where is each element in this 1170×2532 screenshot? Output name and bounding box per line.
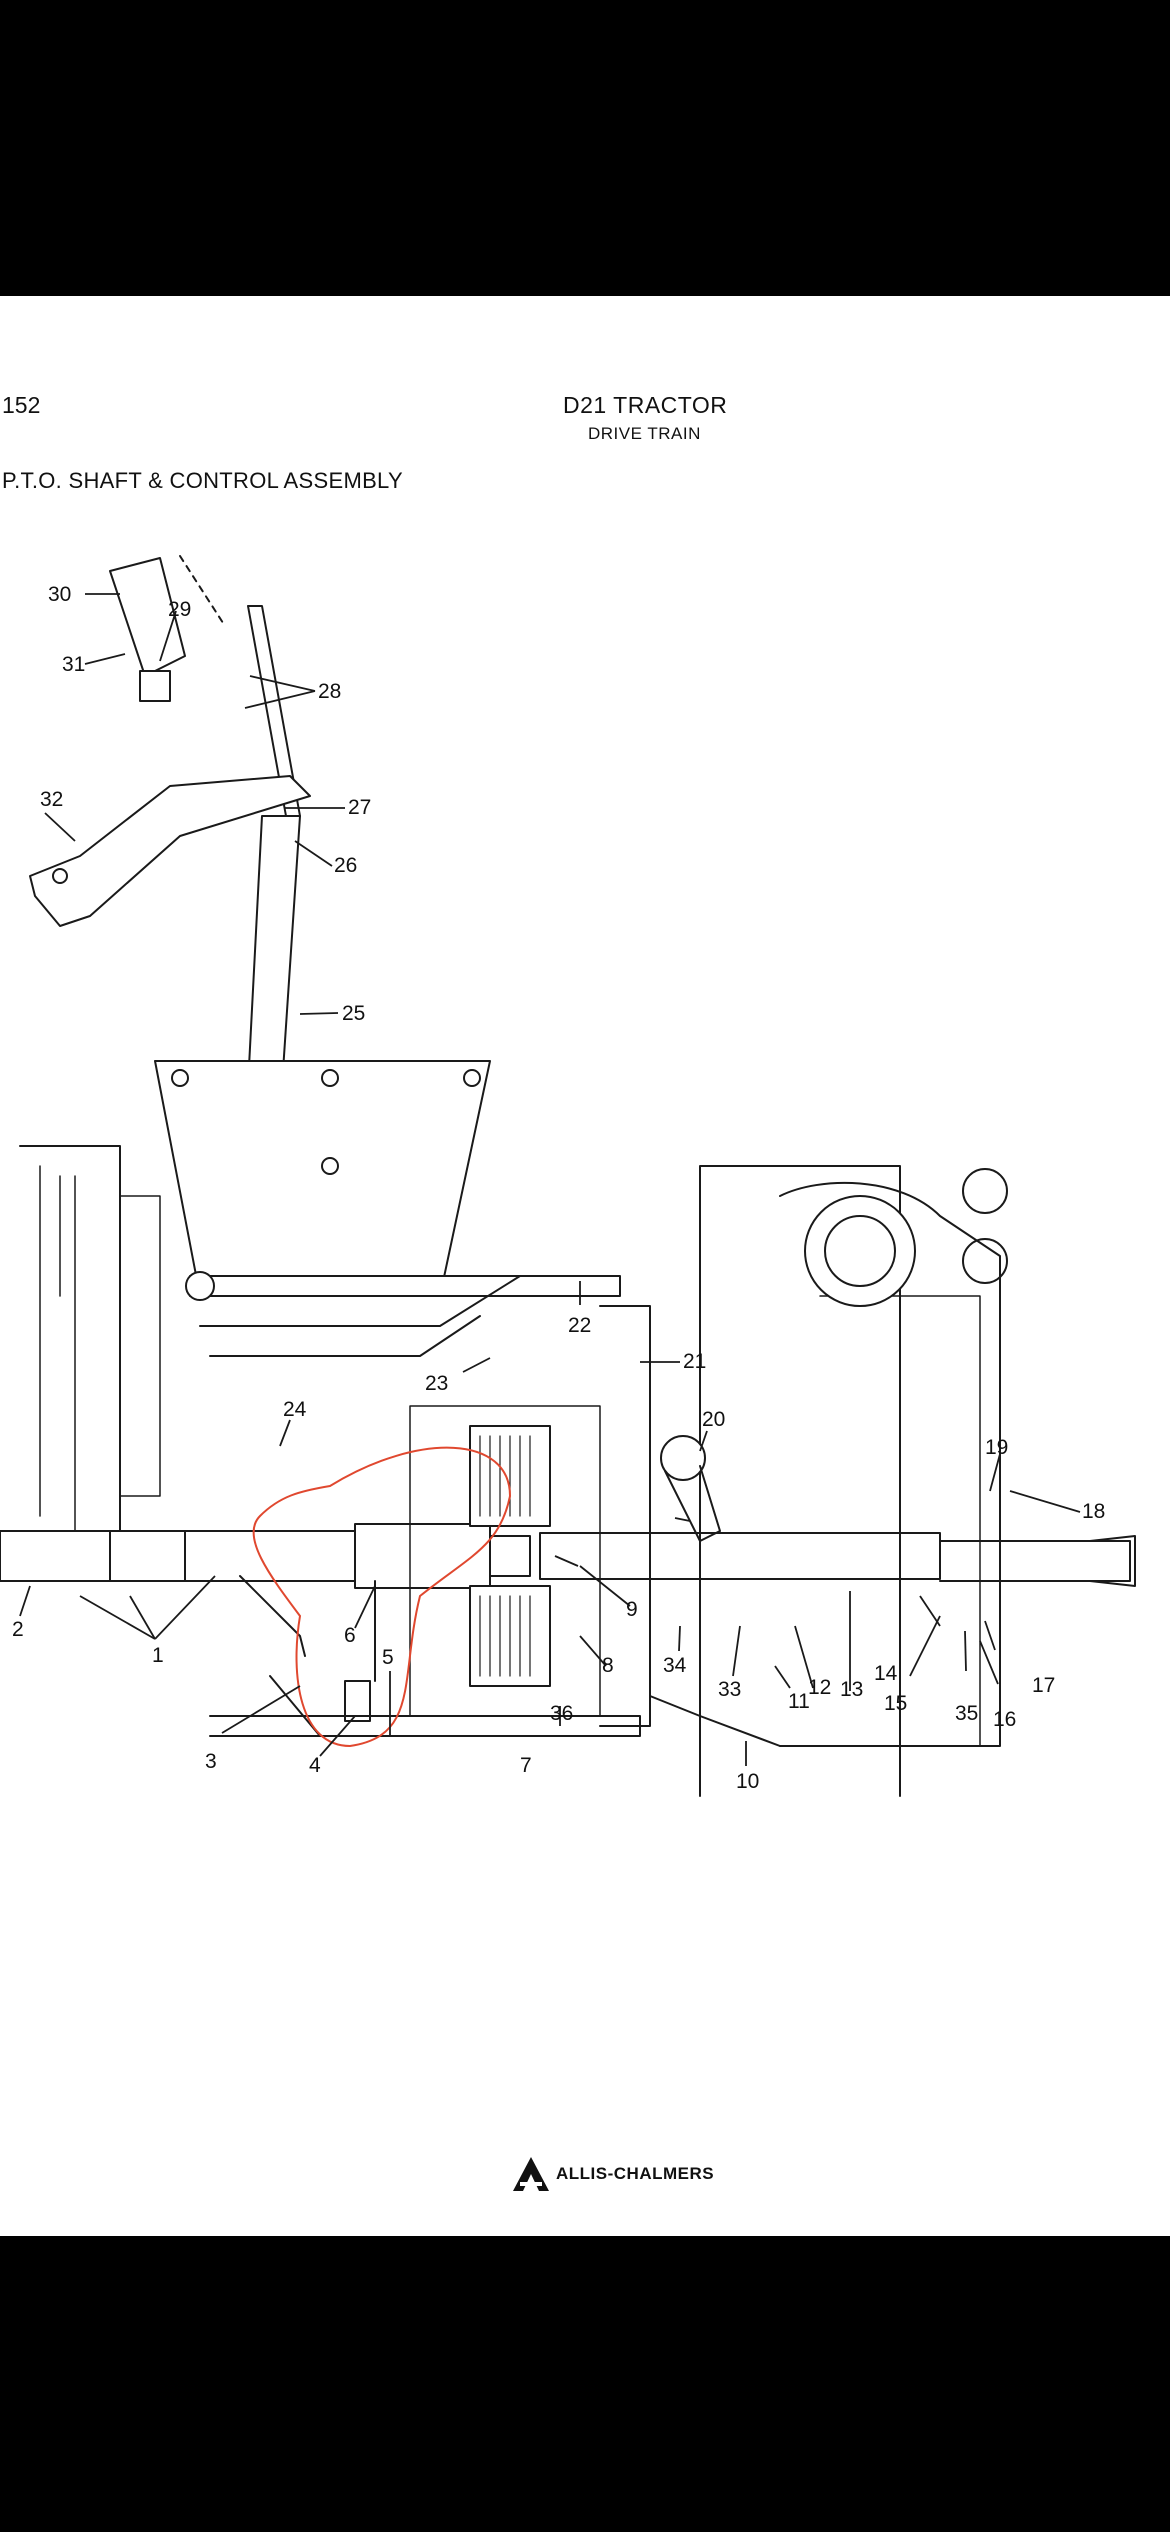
callout-28: 28 bbox=[318, 680, 341, 703]
callout-18: 18 bbox=[1082, 1500, 1105, 1523]
red-annotation-loop bbox=[252, 1446, 512, 1748]
callout-9: 9 bbox=[626, 1598, 638, 1621]
callout-24: 24 bbox=[283, 1398, 307, 1421]
section-title: P.T.O. SHAFT & CONTROL ASSEMBLY bbox=[2, 468, 403, 493]
callout-15: 15 bbox=[884, 1692, 907, 1715]
callout-22: 22 bbox=[568, 1314, 591, 1337]
callout-35: 35 bbox=[955, 1702, 978, 1725]
callout-29: 29 bbox=[168, 598, 191, 621]
allis-chalmers-a-icon bbox=[513, 2157, 549, 2191]
callout-32: 32 bbox=[40, 788, 63, 811]
callout-31: 31 bbox=[62, 653, 85, 676]
callout-36: 36 bbox=[550, 1702, 573, 1725]
callout-5: 5 bbox=[382, 1646, 394, 1669]
callout-30: 30 bbox=[48, 583, 71, 606]
manual-page: 152 D21 TRACTOR DRIVE TRAIN P.T.O. SHAFT… bbox=[0, 296, 1170, 2236]
callout-34: 34 bbox=[663, 1654, 687, 1677]
callout-12: 12 bbox=[808, 1676, 831, 1699]
callout-23: 23 bbox=[425, 1372, 448, 1395]
exploded-parts-diagram: 30 29 31 28 32 27 26 25 22 21 23 20 24 1… bbox=[0, 555, 1136, 1797]
callout-21: 21 bbox=[683, 1350, 706, 1373]
brand-logo: ALLIS-CHALMERS bbox=[512, 2156, 714, 2192]
callout-19: 19 bbox=[985, 1436, 1008, 1459]
callout-6: 6 bbox=[344, 1624, 356, 1647]
callout-7: 7 bbox=[520, 1754, 532, 1777]
callout-33: 33 bbox=[718, 1678, 741, 1701]
callout-13: 13 bbox=[840, 1678, 863, 1701]
callout-10: 10 bbox=[736, 1770, 759, 1793]
callout-11: 11 bbox=[788, 1690, 810, 1713]
callout-17: 17 bbox=[1032, 1674, 1055, 1697]
callout-25: 25 bbox=[342, 1002, 365, 1025]
callout-20: 20 bbox=[702, 1408, 725, 1431]
callout-4: 4 bbox=[309, 1754, 321, 1777]
callout-3: 3 bbox=[205, 1750, 217, 1773]
callout-14: 14 bbox=[874, 1662, 898, 1685]
brand-name: ALLIS-CHALMERS bbox=[556, 2164, 715, 2183]
page-number: 152 bbox=[2, 392, 41, 418]
page-title: D21 TRACTOR bbox=[563, 392, 728, 418]
callout-2: 2 bbox=[12, 1618, 24, 1641]
callout-8: 8 bbox=[602, 1654, 614, 1677]
callout-16: 16 bbox=[993, 1708, 1016, 1731]
callout-26: 26 bbox=[334, 854, 357, 877]
callout-1: 1 bbox=[152, 1644, 164, 1667]
callout-27: 27 bbox=[348, 796, 371, 819]
page-subtitle: DRIVE TRAIN bbox=[588, 424, 701, 443]
